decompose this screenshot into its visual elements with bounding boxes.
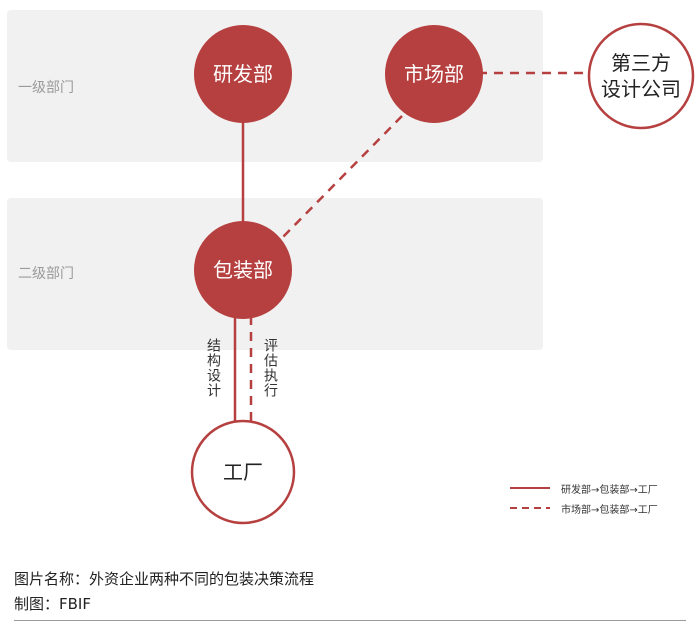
legend-solid-label: 研发部→包装部→工厂: [561, 485, 658, 496]
level2-label: 二级部门: [18, 266, 74, 282]
edge-label-structure-design: 结构设计: [205, 338, 221, 398]
node-marketing-label: 市场部: [404, 62, 464, 86]
edge-label-evaluate-execute: 评估执行: [262, 338, 278, 398]
node-rd-label: 研发部: [213, 62, 273, 86]
level1-label: 一级部门: [18, 80, 74, 96]
legend-dashed-label: 市场部→包装部→工厂: [561, 505, 658, 516]
node-thirdparty-label-line1: 第三方: [611, 51, 671, 75]
node-thirdparty-label-line2: 设计公司: [601, 77, 681, 101]
caption-credit: 制图：FBIF: [14, 595, 91, 613]
node-packaging: [194, 221, 292, 319]
node-rd: [194, 25, 292, 123]
caption-title: 图片名称：外资企业两种不同的包装决策流程: [14, 570, 315, 588]
node-factory-label: 工厂: [223, 460, 263, 484]
node-packaging-label: 包装部: [213, 258, 273, 282]
bottom-divider: [14, 620, 686, 621]
node-thirdparty: [587, 22, 695, 130]
edge-marketing-packaging: [279, 115, 403, 241]
node-factory: [190, 419, 296, 525]
node-marketing: [385, 25, 483, 123]
